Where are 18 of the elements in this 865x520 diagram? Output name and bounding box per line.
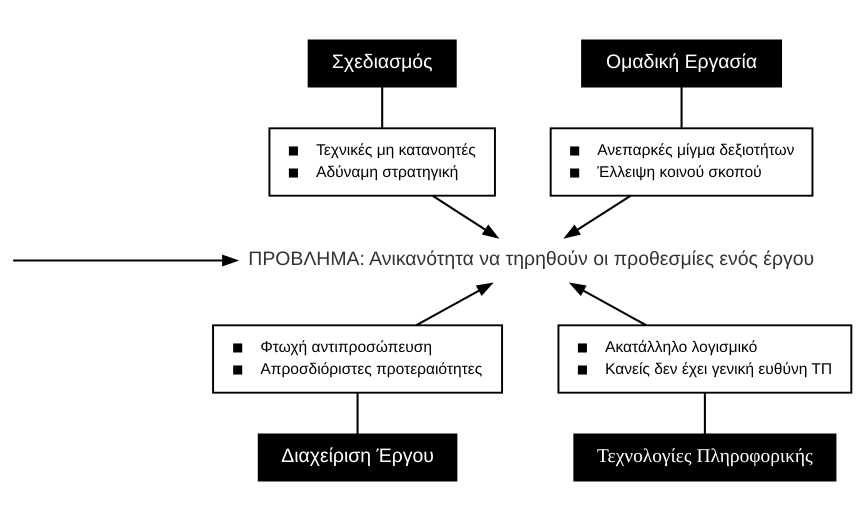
arrow: [416, 282, 494, 326]
connector: [704, 392, 706, 434]
arrow: [568, 282, 647, 326]
arrow: [432, 194, 500, 238]
node-box: Ακατάλληλο λογισμικό Κανείς δεν έχει γενική ευθύνη ΤΠ: [557, 324, 852, 394]
node-box: Ομαδική Εργασία: [581, 39, 782, 87]
node-box: Διαχείριση Έργου: [258, 433, 458, 481]
node-box: Φτωχή αντιπροσώπευση Απροσδιόριστες προτεραιότητες: [212, 324, 504, 394]
arrow: [563, 194, 632, 238]
node-box: Σχεδιασμός: [308, 39, 457, 87]
arrow: [14, 254, 240, 266]
node-box: Τεχνικές μη κατανοητές Αδύναμη στρατηγική: [268, 126, 496, 196]
node-text: ΠΡΟΒΛΗΜΑ: Ανικανότητα να τηρηθούν οι προθεσμίες ενός έργου: [248, 248, 814, 270]
node-box: Ανεπαρκές μίγμα δεξιοτήτων Έλλειψη κοινού σκοπού: [550, 126, 814, 196]
node-box: Τεχνολογίες Πληροφορικής: [573, 433, 836, 481]
connector: [356, 392, 359, 434]
connector: [680, 86, 683, 128]
connector: [381, 86, 384, 128]
